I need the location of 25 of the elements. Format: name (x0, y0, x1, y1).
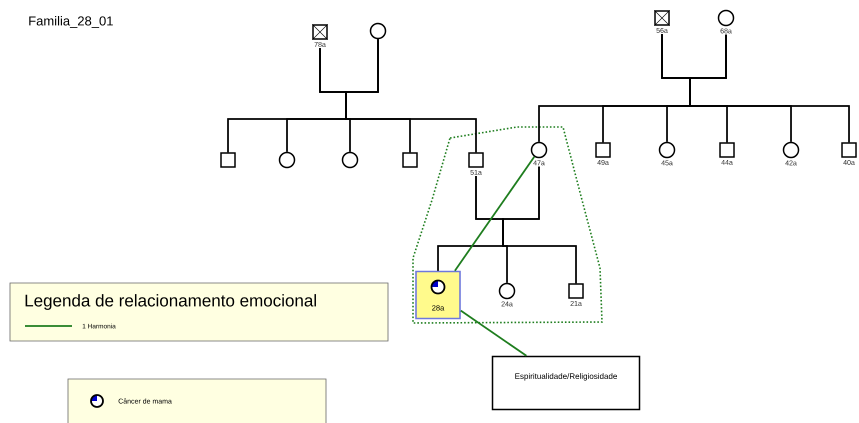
male-symbol (402, 152, 418, 168)
male-symbol (719, 142, 735, 158)
female-symbol (342, 152, 358, 168)
title: Familia_28_01 (29, 16, 113, 28)
female-symbol (498, 282, 516, 300)
male-symbol (568, 283, 584, 299)
female-symbol (718, 10, 734, 26)
female-symbol (278, 152, 296, 168)
family-line (345, 39, 477, 152)
female-symbol (370, 22, 386, 40)
female-symbol (782, 142, 800, 158)
male-symbol (595, 142, 611, 158)
relationship-line (460, 310, 527, 356)
resource-box: Espiritualidade/Religiosidade (492, 356, 640, 410)
deceased-male-symbol (312, 24, 328, 40)
male-symbol (468, 152, 484, 168)
male-symbol (220, 152, 236, 168)
legend-title: Legenda de relacionamento emocional (26, 294, 316, 310)
family-line (689, 34, 850, 142)
female-symbol (658, 142, 676, 158)
deceased-male-symbol (654, 10, 670, 26)
family-line (502, 166, 577, 284)
relationship-line (454, 156, 536, 272)
female-symbol (530, 142, 548, 158)
male-symbol (841, 142, 857, 158)
